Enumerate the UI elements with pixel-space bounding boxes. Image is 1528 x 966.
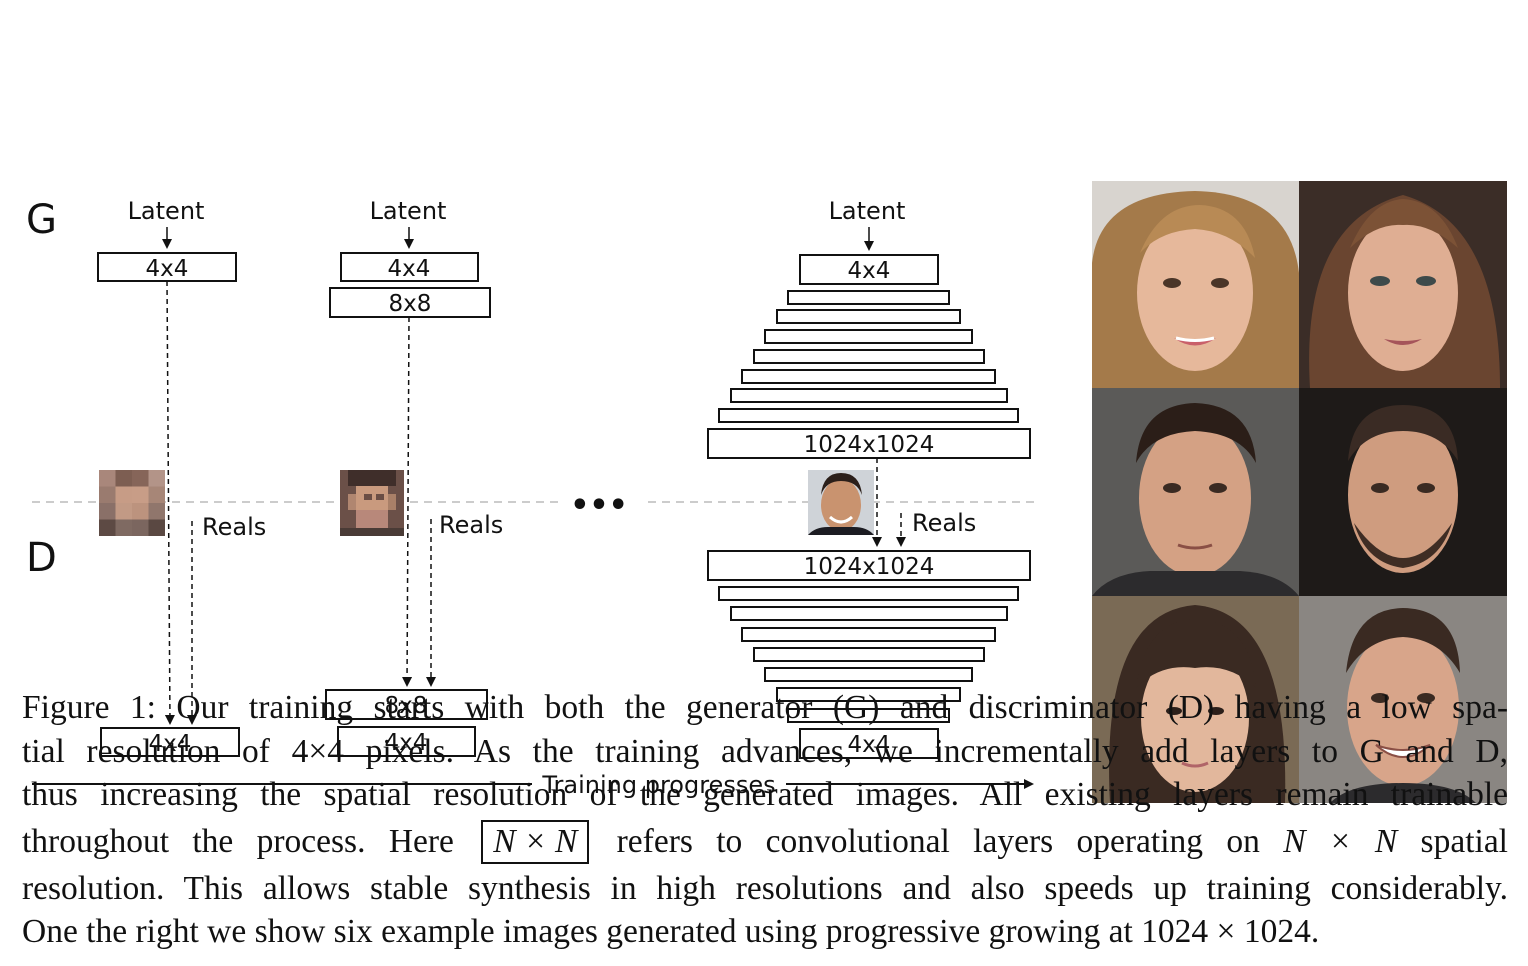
d-layer-8x8 <box>325 689 488 720</box>
generated-face <box>1092 596 1299 803</box>
caption-line: throughout the process. Here N × N refer… <box>22 817 1508 867</box>
reals-label: Reals <box>912 509 976 537</box>
g-layer-4x4-label: 4x4 <box>848 258 891 284</box>
caption-text: refers to convolutional layers operating… <box>616 822 1260 860</box>
g-layer-8x8 <box>329 287 491 318</box>
g-layer <box>753 349 985 364</box>
real-image-8x8-thumbnail <box>340 470 404 536</box>
d-layer-1024x1024 <box>707 550 1031 581</box>
reals-label: Reals <box>439 511 503 539</box>
generated-face <box>1299 181 1507 388</box>
latent-label: Latent <box>128 197 205 225</box>
g-layer-1024x1024-label: 1024x1024 <box>804 432 935 458</box>
d-layer-4x4 <box>100 727 240 757</box>
g-layer <box>787 290 950 305</box>
caption-line: tial resolution of 4×4 pixels. As the tr… <box>22 732 1508 770</box>
g-layer-4x4 <box>97 252 237 282</box>
g-layer-1024x1024 <box>707 428 1031 459</box>
caption-line: thus increasing the spatial resolution o… <box>22 776 1508 813</box>
g-layer <box>730 388 1008 403</box>
d-layer <box>730 606 1008 621</box>
d-layer <box>787 708 950 723</box>
latent-label: Latent <box>370 197 447 225</box>
d-layer-4x4 <box>799 728 939 759</box>
caption-line: resolution. This allows stable synthesis… <box>22 869 1508 907</box>
g-layer-4x4 <box>799 254 939 285</box>
real-image-4x4-thumbnail <box>99 470 165 536</box>
caption-text: throughout the process. Here <box>22 822 454 860</box>
caption-line: One the right we show six example images… <box>22 913 1320 950</box>
d-layer <box>741 627 996 642</box>
real-image-1024-thumbnail <box>808 470 874 535</box>
caption-math: N × N <box>1283 822 1398 860</box>
g-layer-4x4-label: 4x4 <box>146 256 189 282</box>
g-layer <box>741 369 996 384</box>
g-label: G <box>26 197 57 243</box>
stage-1: Latent 4x4 Reals 4x4 <box>97 197 266 757</box>
latent-label: Latent <box>829 197 906 225</box>
ellipsis: ••• <box>570 488 628 523</box>
boxed-notation: N × N <box>481 819 590 864</box>
caption-text: spatial <box>1420 822 1508 860</box>
figure-caption: Figure 1: Our training starts with both … <box>22 686 1508 954</box>
g-layer-4x4 <box>340 252 479 282</box>
d-layer <box>764 667 973 682</box>
caption-line: Figure 1: Our training starts with both … <box>22 689 1508 726</box>
progress-label: Training progresses <box>541 771 775 799</box>
d-layer <box>776 687 961 702</box>
d-layer-4x4-label: 4x4 <box>848 732 891 758</box>
g-layer-4x4-label: 4x4 <box>388 256 431 282</box>
reals-label: Reals <box>202 513 266 541</box>
generated-faces-grid <box>1092 181 1507 803</box>
generated-face <box>1092 388 1299 596</box>
generated-face <box>1299 388 1507 596</box>
stage-3: Latent 4x4 1024x1024 Reals 1024x1024 <box>707 197 1031 759</box>
d-layer-4x4-label: 4x4 <box>385 730 428 756</box>
d-layer <box>753 647 985 662</box>
g-layer <box>776 309 961 324</box>
stage-2: Latent 4x4 8x8 Reals 8x8 4x4 <box>325 197 503 757</box>
d-layer <box>718 586 1019 601</box>
d-layer-1024x1024-label: 1024x1024 <box>804 554 935 580</box>
d-layer-4x4 <box>337 726 476 757</box>
g-layer <box>764 329 973 344</box>
generated-face <box>1299 596 1507 803</box>
d-label: D <box>26 535 57 581</box>
g-layer <box>718 408 1019 423</box>
g-layer-8x8-label: 8x8 <box>389 291 432 317</box>
generated-face <box>1092 181 1299 388</box>
d-layer-8x8-label: 8x8 <box>385 693 428 719</box>
d-layer-4x4-label: 4x4 <box>149 731 192 757</box>
